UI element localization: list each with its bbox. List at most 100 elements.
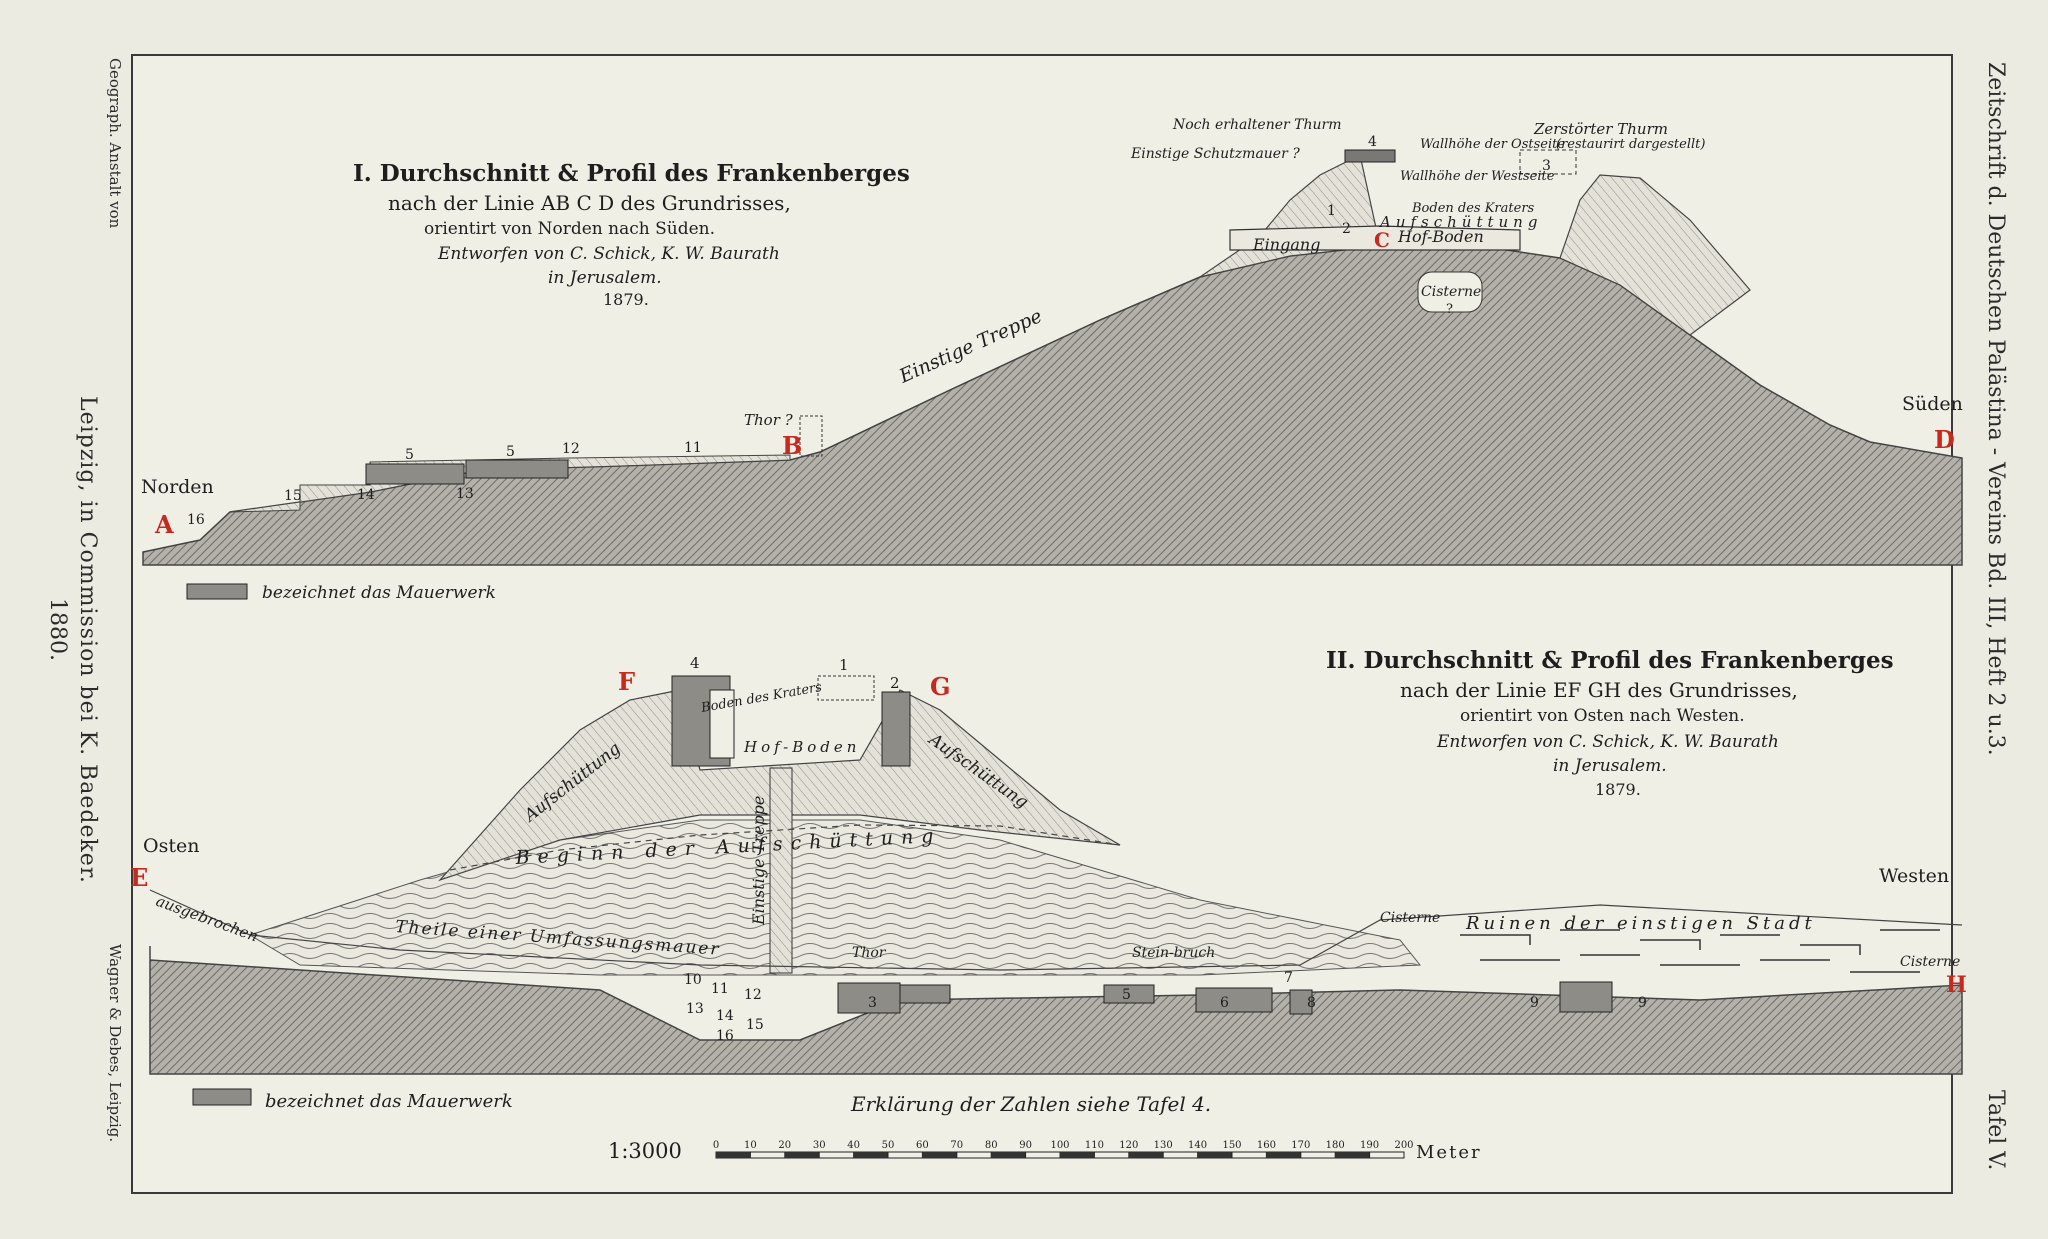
section1-dir-north: Norden <box>141 476 214 498</box>
section2-ground-line <box>149 889 1963 971</box>
section1-label-restaurirt: (restaurirt dargestellt) <box>1556 137 1705 152</box>
section1-num: 11 <box>684 440 702 456</box>
section1-label-wallhoehe-ost: Wallhöhe der Ostseite <box>1420 137 1565 152</box>
section2-num: 8 <box>1307 995 1316 1011</box>
section2-legend-swatch <box>192 1088 252 1106</box>
section2-point-f: F <box>618 667 635 696</box>
section1-point-d: D <box>1934 425 1955 454</box>
section2-ruins <box>1460 929 1940 973</box>
scale-segment <box>991 1152 1026 1158</box>
section1-label-eingang: Eingang <box>1252 235 1320 254</box>
section2-dir-west: Westen <box>1879 865 1949 887</box>
section1-masonry-gate <box>799 415 823 457</box>
section1-cistern <box>1417 271 1483 313</box>
section1-year: 1879. <box>603 290 649 309</box>
scale-segment <box>716 1152 751 1158</box>
section2-masonry-3b <box>899 984 951 1004</box>
scale-tick-label: 0 <box>713 1140 719 1151</box>
section2-masonry-5 <box>1103 984 1155 1004</box>
section2-label-treppe: Einstige Treppe <box>749 796 768 926</box>
section2-point-g: G <box>930 672 951 701</box>
section1-subtitle-line: nach der Linie AB C D des Grundrisses, <box>388 191 791 215</box>
section1-num: 4 <box>1368 134 1377 150</box>
section2-masonry-8 <box>1289 989 1313 1015</box>
scale-segment <box>1266 1152 1301 1158</box>
scale-tick-label: 30 <box>813 1140 826 1151</box>
scale-tick-label: 70 <box>950 1140 963 1151</box>
section1-title: I. Durchschnitt & Profil des Frankenberg… <box>353 160 910 187</box>
scale-tick-label: 60 <box>916 1140 929 1151</box>
section2-explanation: Erklärung der Zahlen siehe Tafel 4. <box>850 1092 1211 1116</box>
section2-masonry-6 <box>1195 987 1273 1013</box>
scale-tick-label: 20 <box>778 1140 791 1151</box>
section1-legend-swatch <box>186 583 248 600</box>
section2-staircase-shaft <box>769 767 793 974</box>
section1-point-b: B <box>782 431 802 460</box>
section1-point-a: A <box>154 510 174 539</box>
section1-label-krater: Boden des Kraters <box>1411 201 1535 216</box>
section2-num: 15 <box>746 1017 764 1033</box>
section1-num: 13 <box>456 486 474 502</box>
section1-dir-south: Süden <box>1902 393 1963 415</box>
section2-orientation: orientirt von Osten nach Westen. <box>1460 706 1745 726</box>
section2-num: 9 <box>1638 995 1647 1011</box>
scale-tick-label: 120 <box>1119 1140 1138 1151</box>
section1-point-c: C <box>1374 228 1390 252</box>
section2-num: 5 <box>1122 987 1131 1003</box>
section2-author: Entworfen von C. Schick, K. W. Baurath <box>1436 732 1779 752</box>
section2-point-h: H <box>1946 972 1967 998</box>
section2-num: 2 <box>890 674 900 692</box>
scale-segment <box>922 1152 957 1158</box>
section1-label-aufschuettung: Aufschüttung <box>1378 213 1542 231</box>
scale-tick-label: 200 <box>1394 1140 1413 1151</box>
scale-tick-label: 10 <box>744 1140 757 1151</box>
scale-segment <box>853 1152 888 1158</box>
section2-label-ruinen: Ruinen der einstigen Stadt <box>1465 913 1816 934</box>
scale-tick-label: 100 <box>1050 1140 1069 1151</box>
section2-dir-east: Osten <box>143 835 199 857</box>
section1-title-block: I. Durchschnitt & Profil des Frankenberg… <box>353 160 910 309</box>
scale-tick-label: 40 <box>847 1140 860 1151</box>
section2-legend: bezeichnet das Mauerwerk <box>265 1091 513 1112</box>
scale-segment <box>784 1152 820 1158</box>
section2-masonry-inner <box>709 689 735 759</box>
section2-bedrock <box>149 946 1963 1075</box>
section2-profile <box>149 675 1963 1075</box>
section1-destroyed-tower <box>1519 149 1577 175</box>
section1-east-wall-fill <box>1559 174 1751 336</box>
section1-num: 14 <box>357 487 375 503</box>
section2-num: 13 <box>686 1001 704 1017</box>
section1-location: in Jerusalem. <box>548 268 662 288</box>
section1-num: 12 <box>562 441 580 457</box>
section1-label-schutzmauer: Einstige Schutzmauer ? <box>1130 146 1300 162</box>
scale-tick-label: 190 <box>1360 1140 1379 1151</box>
section1-label-cisterne-q: ? <box>1446 302 1453 317</box>
section1-legend: bezeichnet das Mauerwerk <box>262 583 496 603</box>
section1-label-cisterne: Cisterne <box>1421 284 1481 300</box>
section2-title: II. Durchschnitt & Profil des Frankenber… <box>1326 647 1894 674</box>
section1-num: 1 <box>1327 203 1336 219</box>
section2-num: 14 <box>716 1008 734 1024</box>
scale-tick-label: 170 <box>1291 1140 1310 1151</box>
section1-num: 3 <box>1542 158 1551 174</box>
scale-tick-label: 180 <box>1326 1140 1345 1151</box>
section1-num: 16 <box>187 512 205 528</box>
section2-year: 1879. <box>1595 780 1641 799</box>
section2-point-e: E <box>130 863 148 892</box>
section2-num: 6 <box>1220 995 1229 1011</box>
scale-tick-label: 90 <box>1019 1140 1032 1151</box>
section2-num: 4 <box>690 654 700 672</box>
section1-label-zerstoert: Zerstörter Thurm <box>1533 120 1668 138</box>
section2-num: 11 <box>711 981 729 997</box>
section1-label-turm: Noch erhaltener Thurm <box>1172 117 1342 133</box>
section1-masonry-5b <box>465 459 569 479</box>
section2-label-thor: Thor <box>852 945 887 961</box>
section1-num: 15 <box>284 488 302 504</box>
scale-tick-label: 50 <box>882 1140 895 1151</box>
section1-label-thor: Thor ? <box>744 411 794 429</box>
scale-tick-label: 130 <box>1154 1140 1173 1151</box>
section1-num: 5 <box>405 447 414 463</box>
